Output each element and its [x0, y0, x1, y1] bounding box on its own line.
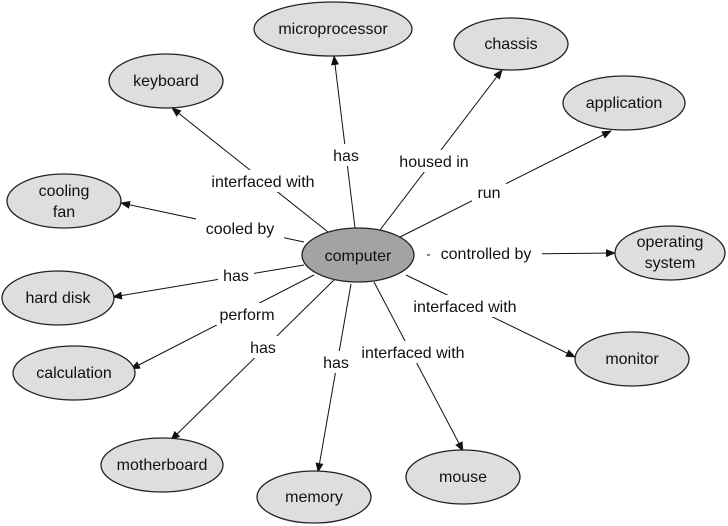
- node-monitor: monitor: [574, 331, 690, 387]
- node-label-calculation: calculation: [36, 365, 112, 382]
- edge-label-hard-disk: has: [223, 268, 249, 285]
- edge-label-monitor: interfaced with: [413, 299, 516, 316]
- edge-label-memory: has: [323, 355, 349, 372]
- node-operating-system: operating system: [614, 225, 726, 281]
- node-label-computer: computer: [325, 248, 392, 265]
- edge-memory: [315, 283, 352, 473]
- node-microprocessor: microprocessor: [253, 1, 413, 57]
- edge-label-microprocessor: has: [333, 148, 359, 165]
- node-label-chassis: chassis: [484, 36, 537, 53]
- node-label-application: application: [586, 95, 663, 112]
- node-label-motherboard: motherboard: [117, 457, 208, 474]
- node-label-cooling: cooling: [39, 183, 90, 200]
- node-cooling-fan: cooling fan: [6, 173, 122, 229]
- node-label-microprocessor: microprocessor: [278, 21, 388, 38]
- node-keyboard: keyboard: [108, 53, 224, 109]
- node-label-fan: fan: [53, 204, 75, 221]
- edge-label-operating-system: controlled by: [441, 246, 532, 263]
- edge-label-keyboard: interfaced with: [211, 174, 314, 191]
- node-motherboard: motherboard: [100, 437, 224, 493]
- node-hard-disk: hard disk: [1, 270, 115, 326]
- node-mouse: mouse: [405, 449, 521, 505]
- edge-label-calculation: perform: [219, 307, 274, 324]
- edge-label-chassis: housed in: [399, 154, 468, 171]
- edge-label-motherboard: has: [250, 340, 276, 357]
- node-label-monitor: monitor: [605, 351, 659, 368]
- edge-mouse: [373, 281, 464, 452]
- node-application: application: [562, 75, 686, 131]
- edge-hard-disk: [112, 264, 305, 300]
- node-label-keyboard: keyboard: [133, 73, 199, 90]
- edge-label-application: run: [477, 185, 500, 202]
- edge-labels: has housed in interfaced with run cooled…: [196, 144, 542, 373]
- node-label-operating: operating: [637, 234, 704, 251]
- node-chassis: chassis: [453, 17, 569, 71]
- node-label-mouse: mouse: [439, 469, 487, 486]
- node-label-memory: memory: [285, 489, 343, 506]
- edge-label-mouse: interfaced with: [361, 345, 464, 362]
- edge-microprocessor: [331, 55, 356, 229]
- node-label-hard-disk: hard disk: [26, 290, 92, 307]
- edge-motherboard: [170, 279, 335, 441]
- node-memory: memory: [256, 470, 372, 524]
- edge-label-cooling-fan: cooled by: [206, 221, 275, 238]
- node-computer: computer: [301, 227, 415, 283]
- node-label-system: system: [645, 255, 696, 272]
- node-calculation: calculation: [12, 345, 136, 401]
